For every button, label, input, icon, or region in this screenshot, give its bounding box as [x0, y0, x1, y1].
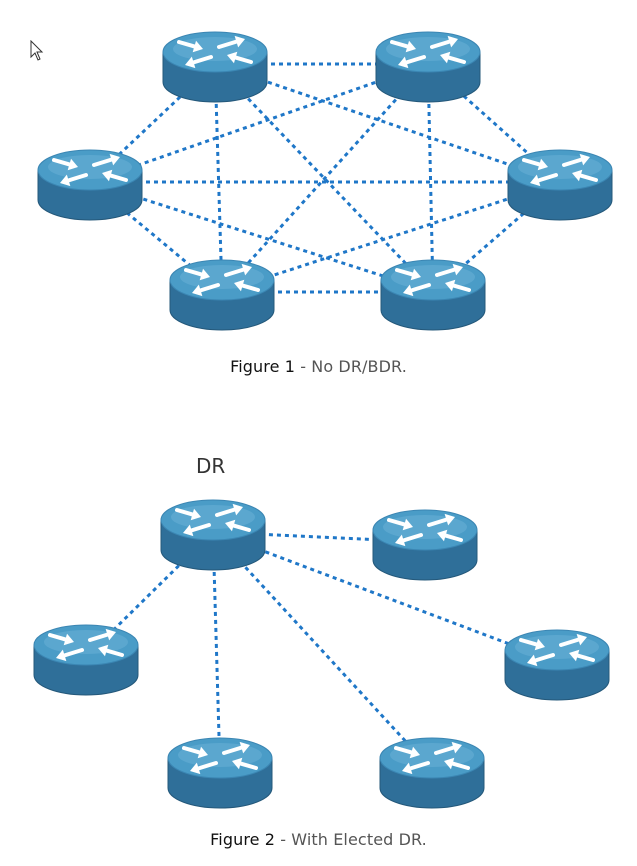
router-icon — [167, 737, 273, 809]
figure-2-caption: Figure 2 - With Elected DR. — [0, 830, 637, 849]
router-icon — [379, 737, 485, 809]
figure-2-label: Figure 2 — [210, 830, 276, 849]
router-icon — [504, 629, 610, 701]
mesh-link — [89, 62, 429, 184]
dr-label: DR — [196, 454, 226, 478]
router-icon — [169, 259, 275, 331]
cursor-arrow-icon — [30, 40, 44, 61]
router-icon — [33, 624, 139, 696]
mesh-link — [426, 63, 435, 293]
mesh-link — [213, 63, 224, 293]
router-icon — [372, 509, 478, 581]
figure-2-text: - With Elected DR. — [275, 830, 427, 849]
figure-1-text: - No DR/BDR. — [295, 357, 407, 376]
hub-spoke-diagram — [0, 440, 637, 815]
full-mesh-diagram — [0, 0, 637, 345]
router-icon — [380, 259, 486, 331]
dr-link — [212, 530, 558, 664]
router-icon — [162, 31, 268, 103]
router-icon — [37, 149, 143, 221]
router-icon — [507, 149, 613, 221]
figure-1-caption: Figure 1 - No DR/BDR. — [0, 357, 637, 376]
figure-1-label: Figure 1 — [230, 357, 296, 376]
dr-router-icon — [160, 499, 266, 571]
mesh-link — [220, 62, 430, 294]
dr-link — [84, 530, 215, 659]
dr-link — [211, 530, 434, 772]
router-icon — [375, 31, 481, 103]
mesh-link — [221, 180, 561, 294]
